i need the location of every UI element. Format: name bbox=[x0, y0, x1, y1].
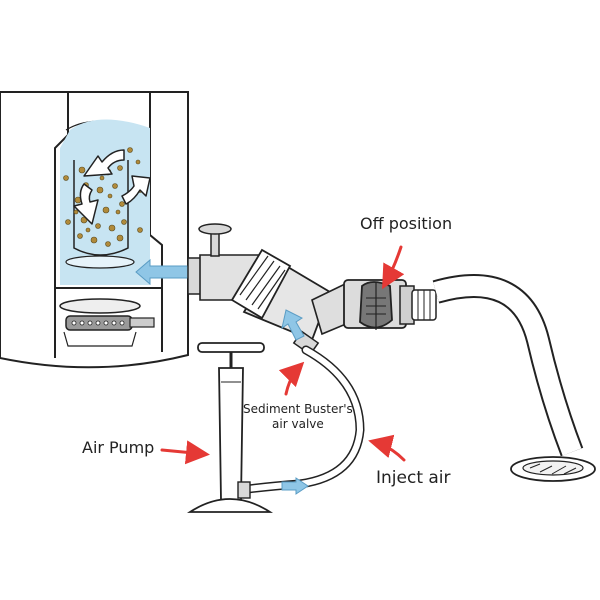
air-valve-label: Sediment Buster's air valve bbox=[243, 402, 353, 432]
red-arrow-icon bbox=[278, 361, 305, 396]
white-curved-arrow-icon bbox=[83, 149, 125, 177]
valve-lever bbox=[359, 281, 393, 330]
floor-drain bbox=[510, 456, 596, 482]
air-pump bbox=[186, 342, 274, 513]
air-valve-label-line2: air valve bbox=[272, 417, 324, 431]
knurled-collar bbox=[230, 248, 292, 320]
valve-handle bbox=[198, 223, 232, 235]
blue-arrow-icon bbox=[281, 309, 305, 341]
pump-handle bbox=[197, 342, 265, 353]
white-curved-arrow-icon bbox=[73, 183, 99, 225]
white-curved-arrow-icon bbox=[121, 175, 151, 205]
blue-arrow-icon bbox=[135, 258, 191, 286]
callout-arrows bbox=[160, 245, 406, 465]
red-arrow-icon bbox=[368, 434, 406, 462]
red-arrow-icon bbox=[160, 440, 210, 465]
gas-burner bbox=[55, 287, 162, 347]
air-valve-label-line1: Sediment Buster's bbox=[243, 402, 353, 416]
drain-hose bbox=[411, 274, 584, 457]
off-position-label: Off position bbox=[360, 214, 453, 233]
swirl-arrows bbox=[73, 149, 151, 225]
inject-air-label: Inject air bbox=[376, 468, 451, 488]
red-arrow-icon bbox=[382, 245, 405, 290]
blue-arrow-icon bbox=[281, 477, 309, 495]
air-pump-label: Air Pump bbox=[82, 438, 155, 457]
ball-valve bbox=[343, 279, 415, 330]
